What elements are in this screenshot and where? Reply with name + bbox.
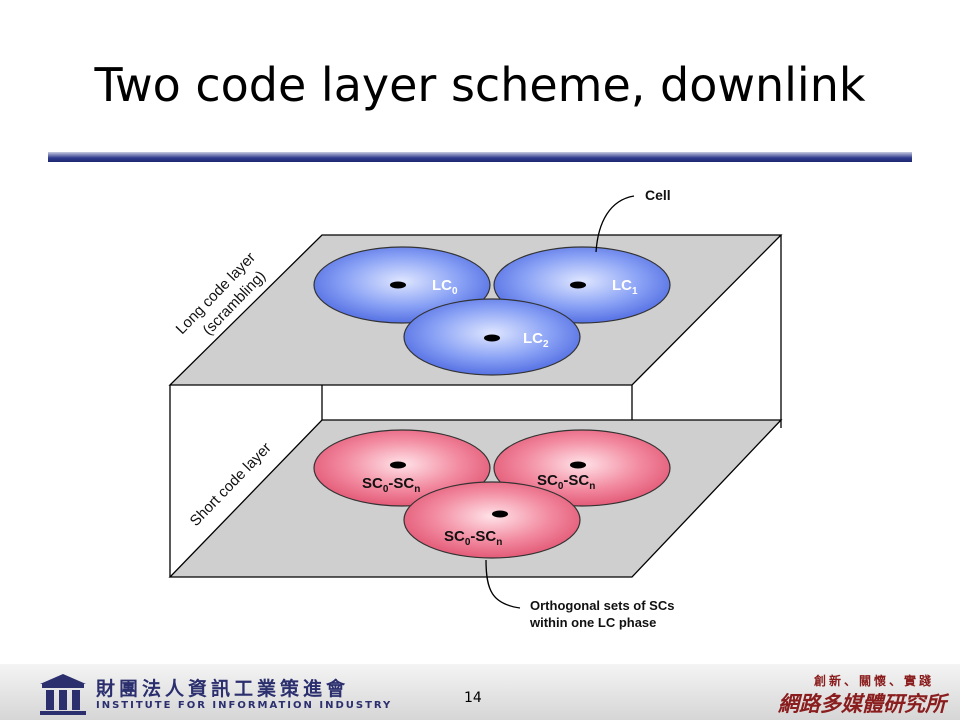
slide-footer: 財團法人資訊工業策進會 INSTITUTE FOR INFORMATION IN…	[0, 664, 960, 720]
title-divider	[48, 152, 912, 162]
cell-callout-label: Cell	[645, 187, 671, 203]
short-cell-label-0: SC0-SCn	[362, 475, 420, 495]
department-name: 網路多媒體研究所	[778, 691, 946, 716]
slide-title: Two code layer scheme, downlink	[94, 58, 866, 112]
orthogonal-callout-label: Orthogonal sets of SCs within one LC pha…	[529, 598, 678, 630]
footer-background	[0, 664, 960, 720]
short-code-cells	[313, 429, 671, 559]
long-code-cells	[313, 246, 671, 376]
two-layer-diagram: SC0-SCn SC0-SCn SC0-SCn LC0 LC1 LC2 Long…	[168, 187, 783, 630]
orthogonal-callout-leader	[485, 559, 521, 609]
short-cell-2	[403, 481, 581, 559]
long-cell-label-0: LC0	[432, 277, 458, 297]
institute-name-en: INSTITUTE FOR INFORMATION INDUSTRY	[96, 700, 393, 711]
cell-callout-leader	[595, 195, 635, 253]
institute-name-zh: 財團法人資訊工業策進會	[96, 678, 350, 700]
long-cell-label-1: LC1	[612, 277, 638, 297]
long-cell-label-2: LC2	[523, 330, 549, 350]
short-cell-label-1: SC0-SCn	[537, 472, 595, 492]
short-cell-label-2: SC0-SCn	[444, 528, 502, 548]
footer-motto: 創新、關懷、實踐	[813, 674, 934, 688]
institute-logo-icon	[40, 674, 86, 715]
page-number: 14	[464, 690, 482, 706]
